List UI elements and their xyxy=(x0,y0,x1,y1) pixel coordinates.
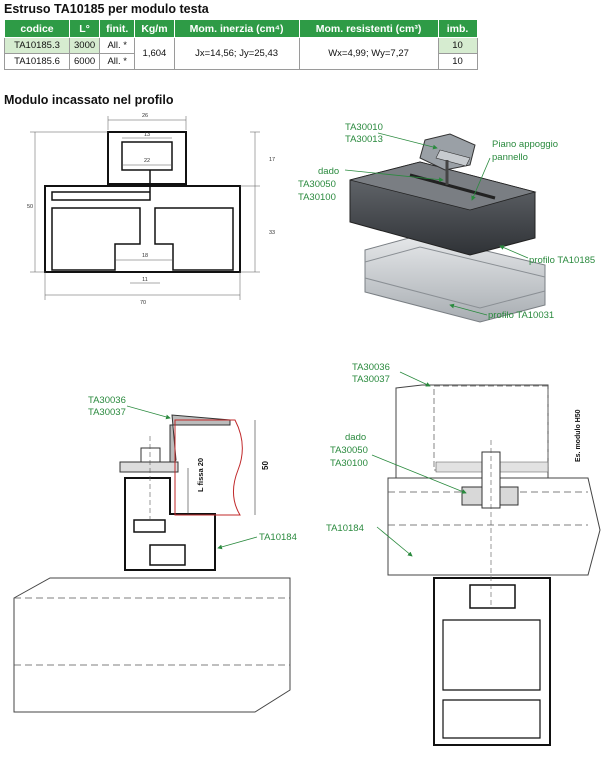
label-right-dado-code-2: TA30100 xyxy=(330,458,368,469)
label-piano-line1: Piano appoggio xyxy=(492,139,558,150)
col-header: Mom. inerzia (cm⁴) xyxy=(173,19,300,38)
label-fissa: L fissa 20 xyxy=(196,458,205,492)
right-mount-drawing xyxy=(387,384,601,746)
profile-cross-section xyxy=(44,131,241,273)
dim-right-mid: 33 xyxy=(269,230,275,236)
label-dado-code-1: TA30050 xyxy=(298,179,336,190)
col-header: Mom. resistenti (cm³) xyxy=(298,19,439,38)
dim-slot-inner: 22 xyxy=(144,158,150,164)
cell-imb: 10 xyxy=(437,53,478,70)
dim-bottom-slot-inner: 11 xyxy=(142,277,148,283)
cell-resistenti: Wx=4,99; Wy=7,27 xyxy=(298,37,439,70)
col-header: codice xyxy=(4,19,70,38)
label-right-code-1: TA30036 xyxy=(352,362,390,373)
section-dimension-lines xyxy=(30,116,260,300)
table-header-row: codice L° finit. Kg/m Mom. inerzia (cm⁴)… xyxy=(4,19,478,38)
label-left-profile: TA10184 xyxy=(259,532,297,543)
dim-width: 70 xyxy=(140,300,146,306)
label-right-profile: TA10184 xyxy=(326,523,364,534)
label-clamp-code-1: TA30010 xyxy=(345,122,383,133)
label-dado: dado xyxy=(318,166,339,177)
label-left-code-2: TA30037 xyxy=(88,407,126,418)
label-modulo: Es. modulo H50 xyxy=(575,409,582,462)
right-mount-leaders xyxy=(371,371,467,557)
label-right-dado-code-1: TA30050 xyxy=(330,445,368,456)
label-clamp-code-2: TA30013 xyxy=(345,134,383,145)
left-mount-leaders xyxy=(126,405,258,550)
dim-height: 50 xyxy=(27,204,33,210)
label-left-height: 50 xyxy=(261,461,270,470)
section-heading: Modulo incassato nel profilo xyxy=(4,93,174,107)
label-right-code-2: TA30037 xyxy=(352,374,390,385)
cell-kgm: 1,604 xyxy=(134,37,175,70)
label-left-code-1: TA30036 xyxy=(88,395,126,406)
dim-bottom-slot: 18 xyxy=(142,253,148,259)
assembly-3d-drawing xyxy=(349,133,546,323)
col-header: finit. xyxy=(99,19,136,38)
left-mount-drawing xyxy=(13,414,291,713)
dim-slot-top: 13 xyxy=(144,132,150,138)
label-piano-line2: pannello xyxy=(492,152,528,163)
page-title: Estruso TA10185 per modulo testa xyxy=(4,2,209,16)
assembly-3d-leaders xyxy=(344,132,529,316)
label-right-dado: dado xyxy=(345,432,366,443)
label-profilo-bottom: profilo TA10031 xyxy=(488,310,554,321)
table-row: TA10185.6 6000 All. * 10 xyxy=(4,53,478,70)
cell-codice: TA10185.6 xyxy=(4,53,70,70)
spec-table: codice L° finit. Kg/m Mom. inerzia (cm⁴)… xyxy=(4,19,478,70)
dim-right-top: 17 xyxy=(269,157,275,163)
cell-inerzia: Jx=14,56; Jy=25,43 xyxy=(173,37,300,70)
label-dado-code-2: TA30100 xyxy=(298,192,336,203)
dim-top-width: 26 xyxy=(142,113,148,119)
cell-finit: All. * xyxy=(99,53,136,70)
label-profilo-top: profilo TA10185 xyxy=(529,255,595,266)
